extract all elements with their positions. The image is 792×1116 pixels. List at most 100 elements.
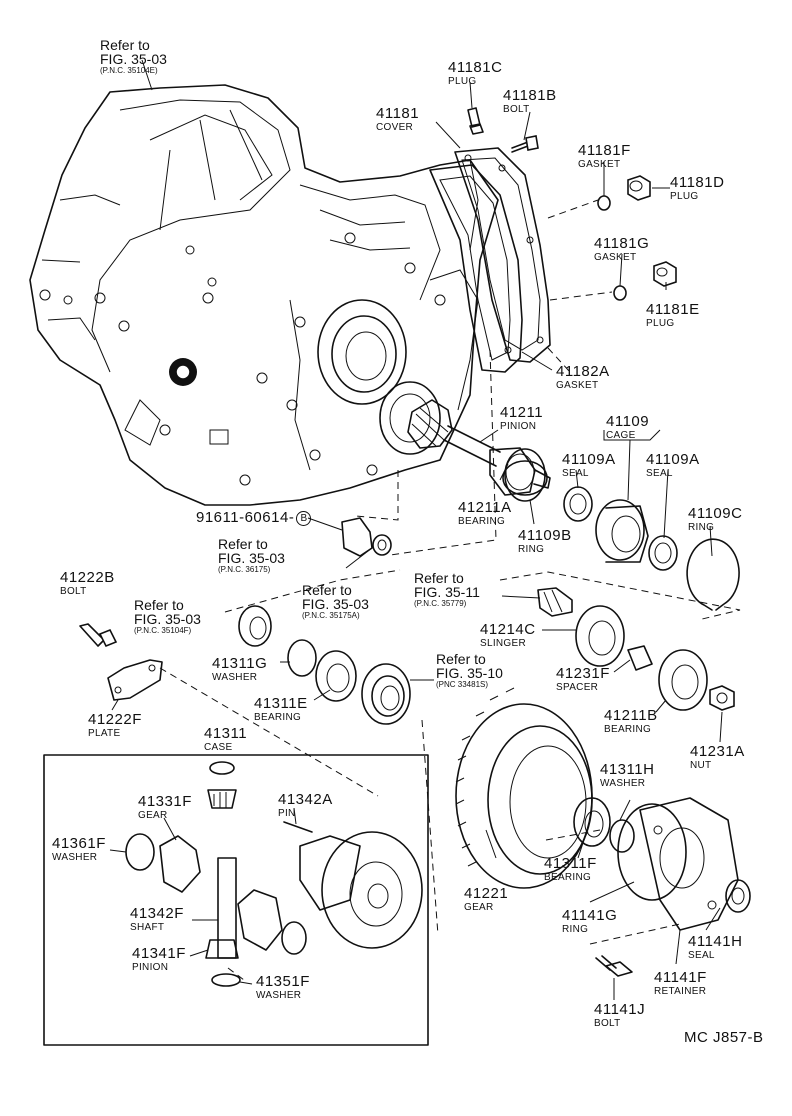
reference-figure: FIG. 35-03 (134, 611, 201, 627)
part-number: 41141G (562, 907, 618, 924)
part-label-41181d: 41181D PLUG (670, 175, 724, 202)
reference-note-35779: Refer to FIG. 35-11 (P.N.C. 35779) (414, 571, 480, 608)
part-dash: - (288, 509, 295, 526)
reference-figure: FIG. 35-10 (436, 665, 503, 681)
reference-pnc: (P.N.C. 35779) (414, 599, 467, 608)
part-name: BEARING (458, 516, 506, 527)
part-number: 41231A (690, 743, 745, 760)
part-label-41211: 41211 PINION (500, 405, 543, 432)
part-number: 41342F (130, 905, 184, 922)
part-number: 41181B (503, 87, 557, 104)
reference-line1: Refer to (218, 536, 268, 552)
reference-line1: Refer to (134, 597, 184, 613)
part-label-41141j: 41141J BOLT (594, 1002, 645, 1029)
plate-and-bolt (79, 623, 163, 701)
reference-pnc: (PNC 33481S) (436, 680, 489, 689)
part-number: 41109 (606, 413, 650, 430)
reference-line1: Refer to (302, 582, 352, 598)
part-label-41311g: 41311G WASHER (212, 656, 267, 683)
part-number: 41141F (654, 969, 707, 986)
part-label-41181c: 41181C PLUG (448, 60, 502, 87)
ring-gear (455, 687, 593, 889)
part-label-41141g: 41141G RING (562, 908, 617, 935)
pinion-bearings-right (537, 587, 735, 711)
part-label-41214c: 41214C SLINGER (480, 622, 536, 649)
part-label-41311e: 41311E BEARING (254, 696, 308, 723)
transaxle-case (29, 84, 499, 506)
part-name: PINION (132, 962, 169, 973)
part-name: RING (518, 544, 545, 555)
part-label-41181: 41181 COVER (376, 106, 419, 133)
part-number: 41181 (376, 105, 420, 122)
part-name: NUT (690, 760, 712, 771)
part-number: 41181D (670, 174, 725, 191)
part-name: BEARING (604, 724, 652, 735)
part-number: 41181E (646, 301, 700, 318)
part-label-41222b: 41222B BOLT (60, 570, 115, 597)
part-number: 41109C (688, 505, 743, 522)
part-label-41361f: 41361F WASHER (52, 836, 106, 863)
part-label-41221: 41221 GEAR (464, 886, 508, 913)
reference-note-35175a: Refer to FIG. 35-03 (P.N.C. 35175A) (302, 583, 369, 620)
leader-lines (109, 59, 723, 1000)
part-label-41109a-right: 41109A SEAL (646, 452, 700, 479)
part-name: PINION (500, 421, 537, 432)
reference-pnc: (P.N.C. 35104E) (100, 66, 158, 75)
reference-figure: FIG. 35-11 (414, 584, 480, 600)
part-name: SEAL (562, 468, 589, 479)
sensor-bracket (341, 517, 392, 557)
part-name: WASHER (52, 852, 98, 863)
part-name: RETAINER (654, 986, 707, 997)
cover-hardware (467, 107, 677, 301)
part-name: GEAR (464, 902, 494, 913)
part-name: GASKET (556, 380, 599, 391)
part-number: 41109B (518, 527, 572, 544)
part-label-41211b: 41211B BEARING (604, 708, 658, 735)
part-name: WASHER (256, 990, 302, 1001)
part-label-41311f: 41311F BEARING (544, 856, 597, 883)
part-label-91611: 91611-60614-B (196, 509, 312, 526)
part-label-41109a-left: 41109A SEAL (562, 452, 616, 479)
part-number: 41181C (448, 59, 503, 76)
part-label-41351f: 41351F WASHER (256, 974, 310, 1001)
part-label-41311h: 41311H WASHER (600, 762, 654, 789)
part-name: BEARING (254, 712, 302, 723)
part-name: COVER (376, 122, 414, 133)
part-number: 41311 (204, 725, 248, 742)
part-number: 41141H (688, 933, 743, 950)
part-label-41181b: 41181B BOLT (503, 88, 557, 115)
reference-figure: FIG. 35-03 (100, 51, 167, 67)
retainer-group (573, 797, 751, 977)
part-number: 41311H (600, 761, 655, 778)
part-label-41342f: 41342F SHAFT (130, 906, 184, 933)
part-name: GEAR (138, 810, 168, 821)
part-number: 41181F (578, 142, 631, 159)
part-name: SEAL (688, 950, 715, 961)
part-number: 41109A (646, 451, 700, 468)
part-name: BOLT (503, 104, 530, 115)
part-name: BEARING (544, 872, 592, 883)
part-name: BOLT (594, 1018, 621, 1029)
part-number: 91611-60614 (196, 509, 289, 526)
part-number: 41311E (254, 695, 308, 712)
part-number: 41311F (544, 855, 597, 872)
part-name: PLUG (646, 318, 675, 329)
part-name: RING (562, 924, 589, 935)
reference-line1: Refer to (100, 37, 150, 53)
part-label-41311: 41311 CASE (204, 726, 247, 753)
part-label-41181f: 41181F GASKET (578, 143, 631, 170)
part-number: 41361F (52, 835, 106, 852)
part-name: SHAFT (130, 922, 165, 933)
reference-line1: Refer to (414, 570, 464, 586)
part-label-41342a: 41342A PIN (278, 792, 333, 819)
part-label-41182a: 41182A GASKET (556, 364, 610, 391)
part-number: 41222B (60, 569, 115, 586)
part-label-41109: 41109 CAGE (606, 414, 649, 441)
part-label-41109c: 41109C RING (688, 506, 742, 533)
part-label-41181e: 41181E PLUG (646, 302, 700, 329)
reference-line1: Refer to (436, 651, 486, 667)
reference-note-35104f: Refer to FIG. 35-03 (P.N.C. 35104F) (134, 598, 201, 635)
part-number: 41109A (562, 451, 616, 468)
part-number: 41221 (464, 885, 509, 902)
